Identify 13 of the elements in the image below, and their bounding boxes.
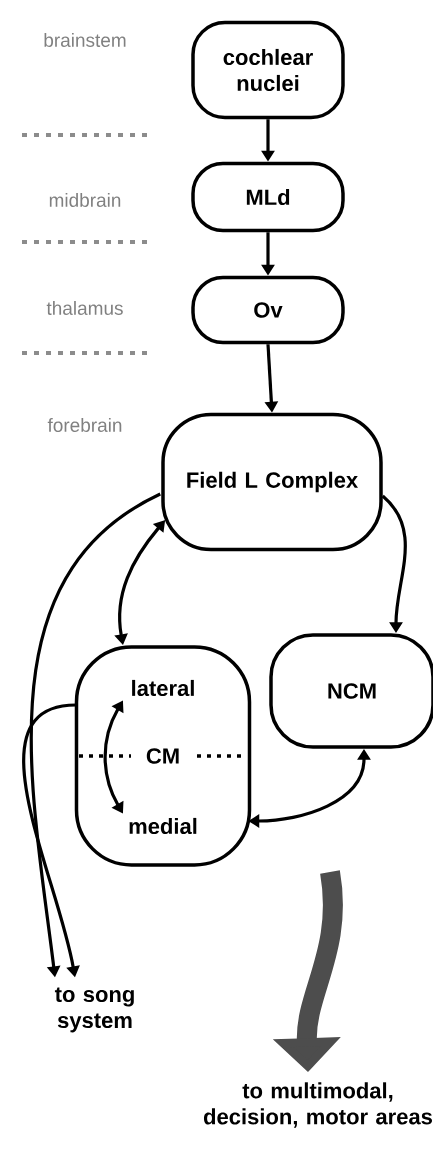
region-level-label: brainstem <box>44 33 126 47</box>
target-label: to multimodal, decision, motor areas <box>204 1082 432 1128</box>
brain-region-box: Field L Complex <box>161 412 383 552</box>
target-label: to song system <box>54 987 134 1033</box>
subregion-label: lateral <box>132 679 194 697</box>
subregion-label: medial <box>129 817 197 835</box>
brain-region-box: NCM <box>269 633 433 749</box>
brain-region-box: Ov <box>191 275 345 345</box>
region-level-label: forebrain <box>47 418 122 432</box>
brain-region-box: MLd <box>191 161 345 233</box>
region-level-label: thalamus <box>46 301 123 315</box>
region-level-label: midbrain <box>49 193 121 207</box>
brain-region-box: cochlear nuclei <box>191 20 345 120</box>
